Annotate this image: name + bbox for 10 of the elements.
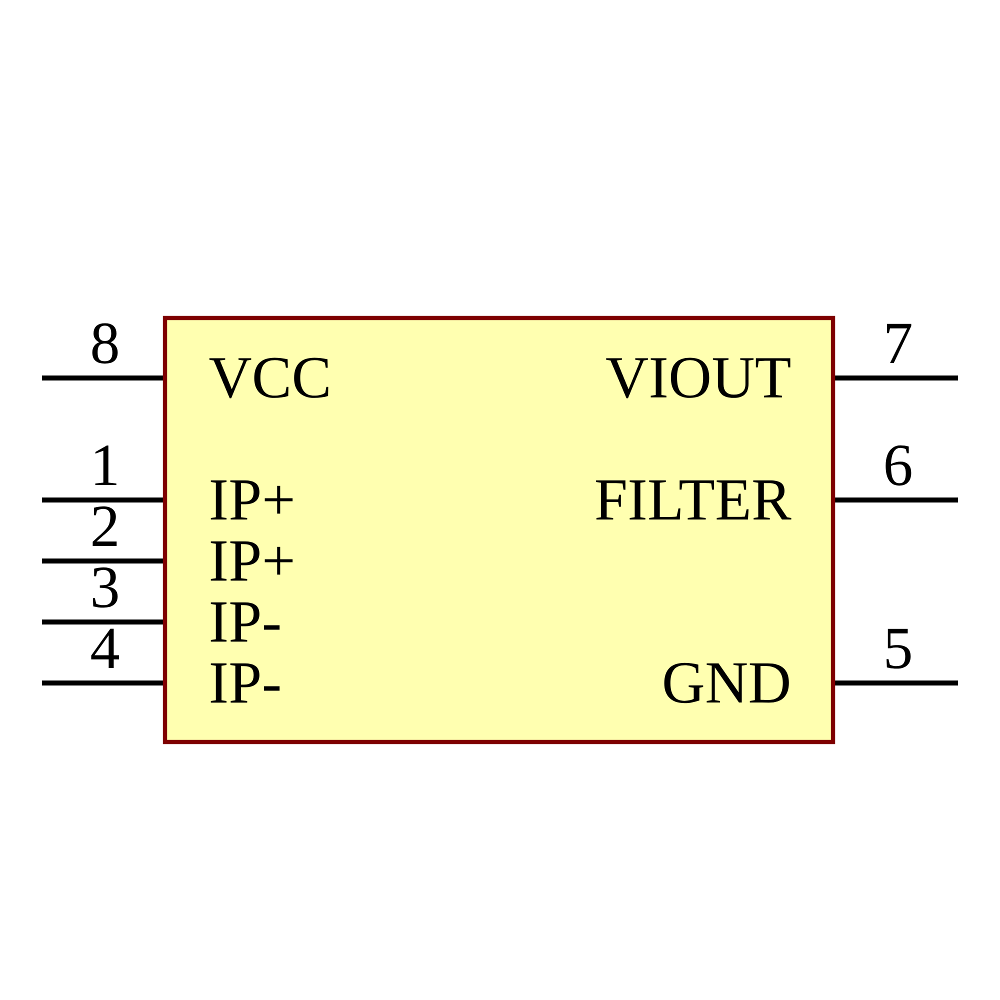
chip-body xyxy=(162,316,836,744)
pin-name: FILTER xyxy=(596,480,792,520)
pin-name: VCC xyxy=(209,358,328,398)
pin-number: 7 xyxy=(887,324,912,363)
pin-name: IP+ xyxy=(210,480,293,520)
pin-name: IP- xyxy=(210,663,280,703)
pin-name: IP+ xyxy=(210,541,293,581)
pin-name: IP- xyxy=(210,602,280,642)
pin-name: VIOUT xyxy=(606,358,790,398)
pin-name: GND xyxy=(664,662,789,704)
